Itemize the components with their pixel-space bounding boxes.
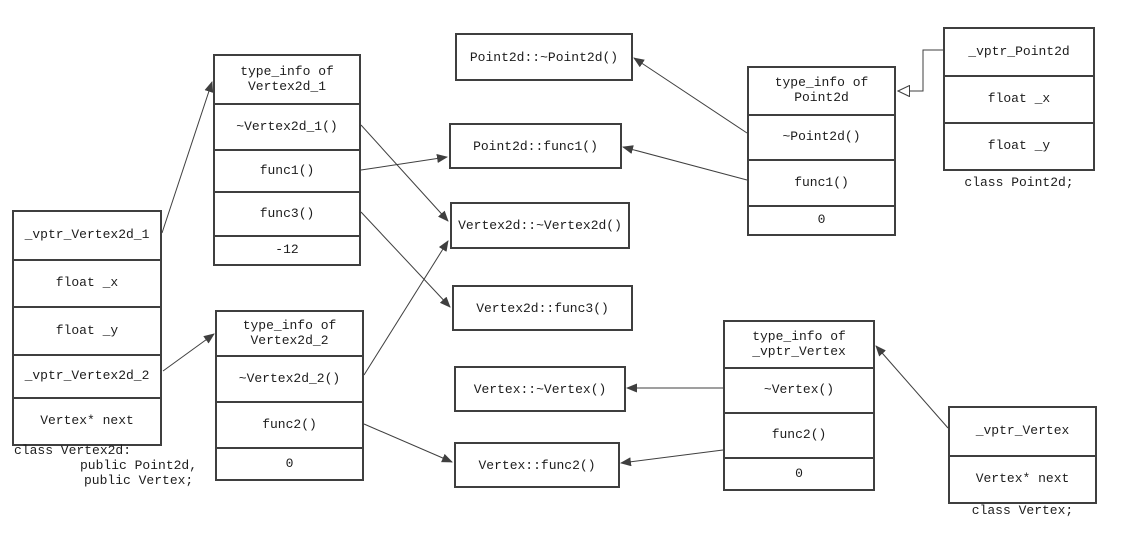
vtable-slot-offset: 0: [749, 205, 894, 234]
arrow-vt1-func1-to-point2d-func1: [360, 154, 448, 171]
function-box-point2d-dtor: Point2d::~Point2d(): [455, 33, 633, 81]
arrow-vt2-func2-to-vertex-func2: [363, 423, 453, 463]
vtable-slot-dtor: ~Vertex2d_2(): [217, 355, 362, 401]
vtable-vertex: type_info of _vptr_Vertex ~Vertex() func…: [723, 320, 875, 491]
vtable-header-cell: type_info of Vertex2d_1: [240, 63, 334, 94]
function-box-point2d-func1: Point2d::func1(): [449, 123, 622, 169]
object-table-vertex: _vptr_Vertex Vertex* next: [948, 406, 1097, 504]
cell-float-y: float _y: [945, 122, 1093, 169]
caption-line: public Point2d,: [80, 458, 198, 473]
arrow-vt2-dtor-to-vertex2d-dtor: [363, 240, 449, 376]
arrow-vtvertex-func2-to-vertex-func2: [620, 449, 724, 467]
cell-float-x: float _x: [945, 75, 1093, 122]
cell-vptr-vertex2d-1: _vptr_Vertex2d_1: [24, 227, 150, 243]
vtable-slot-offset: 0: [217, 447, 362, 479]
vtable-slot-offset: 0: [725, 457, 873, 489]
object-table-point2d: _vptr_Point2d float _x float _y: [943, 27, 1095, 171]
caption-class-vertex: class Vertex;: [971, 503, 1074, 518]
vtable-slot-func1: func1(): [749, 159, 894, 205]
arrow-vptr2-to-vtable-vertex2d-2: [162, 333, 215, 372]
caption-line: class Vertex2d:: [14, 443, 132, 458]
vtable-header-cell: type_info of Point2d: [774, 75, 869, 105]
cell-float-y: float _y: [14, 306, 160, 354]
caption-class-point2d: class Point2d;: [964, 175, 1074, 190]
vtable-slot-dtor: ~Point2d(): [749, 114, 894, 159]
arrow-vtpoint2d-func1-to-point2d-func1: [622, 145, 748, 181]
arrow-vtpoint2d-dtor-to-point2d-dtor: [633, 57, 748, 134]
cell-vertex-next: Vertex* next: [950, 455, 1095, 502]
function-box-vertex2d-dtor: Vertex2d::~Vertex2d(): [450, 202, 630, 249]
vtable-slot-func2: func2(): [217, 401, 362, 447]
arrow-vt1-func3-to-vertex2d-func3: [360, 211, 451, 308]
vtable-header-cell: type_info of Vertex2d_2: [242, 317, 337, 348]
arrow-vptr1-to-vtable-vertex2d-1: [161, 81, 214, 234]
function-box-vertex-func2: Vertex::func2(): [454, 442, 620, 488]
cell-vertex-next: Vertex* next: [14, 397, 160, 444]
vtable-header-cell: type_info of _vptr_Vertex: [752, 328, 846, 359]
vtable-slot-func3: func3(): [215, 191, 359, 235]
arrow-vt1-dtor-to-vertex2d-dtor: [360, 124, 449, 222]
cell-vptr-vertex2d-2: _vptr_Vertex2d_2: [14, 354, 160, 397]
cell-vptr-point2d: _vptr_Point2d: [968, 43, 1070, 59]
vtable-slot-func1: func1(): [215, 149, 359, 191]
vtable-slot-dtor: ~Vertex2d_1(): [215, 103, 359, 149]
vtable-slot-func2: func2(): [725, 412, 873, 457]
vtable-vertex2d-1: type_info of Vertex2d_1 ~Vertex2d_1() fu…: [213, 54, 361, 266]
vtable-vertex2d-2: type_info of Vertex2d_2 ~Vertex2d_2() fu…: [215, 310, 364, 481]
cell-vptr-vertex: _vptr_Vertex: [975, 423, 1070, 439]
arrow-vptr-vertex-to-vtable-vertex: [875, 345, 949, 429]
arrow-vptr-point2d-to-vtable-point2d: [898, 49, 943, 91]
cell-float-x: float _x: [14, 259, 160, 306]
vtable-slot-dtor: ~Vertex(): [725, 367, 873, 412]
function-box-vertex-dtor: Vertex::~Vertex(): [454, 366, 626, 412]
function-box-vertex2d-func3: Vertex2d::func3(): [452, 285, 633, 331]
object-table-vertex2d: _vptr_Vertex2d_1 float _x float _y _vptr…: [12, 210, 162, 446]
caption-class-vertex2d: class Vertex2d: public Point2d, public V…: [14, 443, 197, 488]
vtable-point2d: type_info of Point2d ~Point2d() func1() …: [747, 66, 896, 236]
vtable-slot-offset: -12: [215, 235, 359, 264]
caption-line: public Vertex;: [84, 473, 194, 488]
